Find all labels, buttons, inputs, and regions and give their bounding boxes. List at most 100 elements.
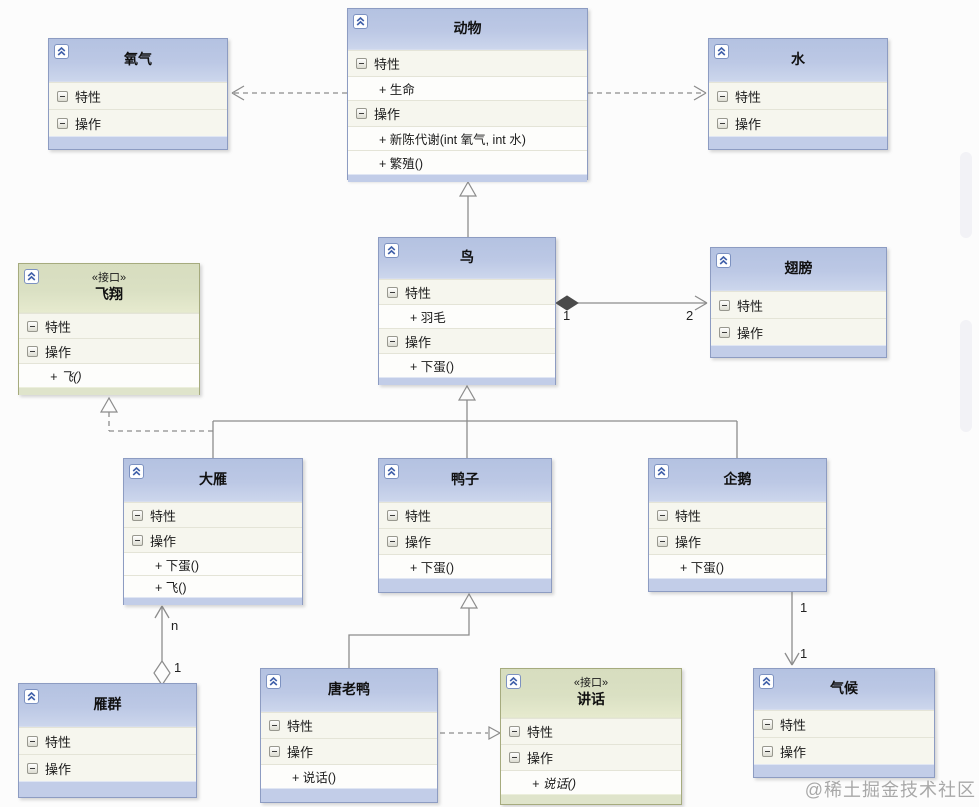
generalization-donald-duck[interactable] xyxy=(348,592,479,668)
class-box-penguin[interactable]: 企鹅 特性 操作 + 下蛋() xyxy=(648,458,827,592)
dependency-animal-oxygen[interactable] xyxy=(231,85,347,101)
collapse-minus-icon[interactable] xyxy=(356,108,367,119)
collapse-minus-icon[interactable] xyxy=(27,762,38,774)
section-row-operations[interactable]: 操作 xyxy=(501,744,681,770)
dependency-animal-water[interactable] xyxy=(588,85,707,101)
member-row[interactable]: + 羽毛 xyxy=(379,304,555,328)
section-row-properties[interactable]: 特性 xyxy=(19,313,199,338)
collapse-button[interactable] xyxy=(54,44,69,59)
section-row-properties[interactable]: 特性 xyxy=(711,291,886,318)
member-row[interactable]: + 说话() xyxy=(501,770,681,794)
section-row-operations[interactable]: 操作 xyxy=(124,527,302,552)
member-row[interactable]: + 下蛋() xyxy=(649,554,826,578)
collapse-minus-icon[interactable] xyxy=(719,326,730,338)
section-row-properties[interactable]: 特性 xyxy=(19,727,196,754)
section-row-properties[interactable]: 特性 xyxy=(501,718,681,744)
collapse-button[interactable] xyxy=(266,674,281,689)
member-row[interactable]: + 繁殖() xyxy=(348,150,587,174)
section-row-operations[interactable]: 操作 xyxy=(709,109,887,136)
class-box-donald-duck[interactable]: 唐老鸭 特性 操作 + 说话() xyxy=(260,668,438,803)
collapse-minus-icon[interactable] xyxy=(509,752,520,763)
collapse-minus-icon[interactable] xyxy=(717,117,728,129)
member-row[interactable]: + 下蛋() xyxy=(379,554,551,578)
collapse-button[interactable] xyxy=(714,44,729,59)
section-row-operations[interactable]: 操作 xyxy=(49,109,227,136)
member-row[interactable]: + 下蛋() xyxy=(124,552,302,575)
collapse-minus-icon[interactable] xyxy=(657,536,668,547)
section-row-operations[interactable]: 操作 xyxy=(379,328,555,353)
collapse-minus-icon[interactable] xyxy=(132,509,143,521)
collapse-minus-icon[interactable] xyxy=(509,726,520,737)
association-penguin-climate[interactable] xyxy=(784,592,800,666)
section-row-operations[interactable]: 操作 xyxy=(379,528,551,554)
class-box-climate[interactable]: 气候 特性 操作 xyxy=(753,668,935,778)
collapse-minus-icon[interactable] xyxy=(27,345,38,357)
generalization-bird-animal[interactable] xyxy=(458,180,478,237)
section-row-properties[interactable]: 特性 xyxy=(124,502,302,527)
collapse-minus-icon[interactable] xyxy=(57,117,68,129)
collapse-button[interactable] xyxy=(24,689,39,704)
class-box-wings[interactable]: 翅膀 特性 操作 xyxy=(710,247,887,358)
realization-donald-speak[interactable] xyxy=(440,725,502,741)
collapse-minus-icon[interactable] xyxy=(387,286,398,298)
class-box-wild-goose[interactable]: 大雁 特性 操作 + 下蛋() + 飞() xyxy=(123,458,303,605)
collapse-minus-icon[interactable] xyxy=(57,90,68,102)
collapse-button[interactable] xyxy=(759,674,774,689)
collapse-button[interactable] xyxy=(384,243,399,258)
member-row[interactable]: + 飞() xyxy=(124,575,302,597)
class-box-water[interactable]: 水 特性 操作 xyxy=(708,38,888,150)
member-row[interactable]: + 说话() xyxy=(261,764,437,788)
collapse-minus-icon[interactable] xyxy=(269,720,280,731)
generalization-children-bird[interactable] xyxy=(212,384,738,458)
collapse-button[interactable] xyxy=(654,464,669,479)
collapse-minus-icon[interactable] xyxy=(762,745,773,757)
class-box-animal[interactable]: 动物 特性 + 生命 操作 + 新陈代谢(int 氧气, int 水) + 繁殖… xyxy=(347,8,588,182)
member-row[interactable]: + 下蛋() xyxy=(379,353,555,377)
section-row-properties[interactable]: 特性 xyxy=(379,502,551,528)
section-row-properties[interactable]: 特性 xyxy=(754,710,934,737)
class-box-duck[interactable]: 鸭子 特性 操作 + 下蛋() xyxy=(378,458,552,593)
member-row[interactable]: + 生命 xyxy=(348,76,587,100)
section-row-operations[interactable]: 操作 xyxy=(348,100,587,126)
section-row-operations[interactable]: 操作 xyxy=(261,738,437,764)
collapse-button[interactable] xyxy=(353,14,368,29)
realization-goose-fly[interactable] xyxy=(99,396,213,432)
class-box-bird[interactable]: 鸟 特性 + 羽毛 操作 + 下蛋() xyxy=(378,237,556,385)
interface-box-fly[interactable]: «接口» 飞翔 特性 操作 + 飞() xyxy=(18,263,200,395)
collapse-minus-icon[interactable] xyxy=(717,90,728,102)
class-box-oxygen[interactable]: 氧气 特性 操作 xyxy=(48,38,228,150)
collapse-minus-icon[interactable] xyxy=(356,58,367,69)
member-row[interactable]: + 新陈代谢(int 氧气, int 水) xyxy=(348,126,587,150)
section-row-properties[interactable]: 特性 xyxy=(709,82,887,109)
collapse-minus-icon[interactable] xyxy=(132,534,143,546)
collapse-minus-icon[interactable] xyxy=(387,536,398,547)
section-row-properties[interactable]: 特性 xyxy=(379,279,555,304)
section-row-operations[interactable]: 操作 xyxy=(754,737,934,764)
collapse-button[interactable] xyxy=(24,269,39,284)
collapse-minus-icon[interactable] xyxy=(387,335,398,347)
section-row-operations[interactable]: 操作 xyxy=(711,318,886,345)
collapse-button[interactable] xyxy=(506,674,521,689)
section-row-properties[interactable]: 特性 xyxy=(649,502,826,528)
section-row-properties[interactable]: 特性 xyxy=(49,82,227,109)
collapse-button[interactable] xyxy=(129,464,144,479)
class-box-goose-flock[interactable]: 雁群 特性 操作 xyxy=(18,683,197,798)
collapse-minus-icon[interactable] xyxy=(387,510,398,521)
collapse-minus-icon[interactable] xyxy=(269,746,280,757)
section-row-operations[interactable]: 操作 xyxy=(19,338,199,363)
collapse-button[interactable] xyxy=(384,464,399,479)
collapse-minus-icon[interactable] xyxy=(762,718,773,730)
section-row-operations[interactable]: 操作 xyxy=(19,754,196,781)
collapse-minus-icon[interactable] xyxy=(719,299,730,311)
collapse-minus-icon[interactable] xyxy=(27,320,38,332)
collapse-button[interactable] xyxy=(716,253,731,268)
collapse-minus-icon[interactable] xyxy=(27,735,38,747)
section-row-properties[interactable]: 特性 xyxy=(261,712,437,738)
composition-bird-wings[interactable] xyxy=(555,295,708,311)
section-row-properties[interactable]: 特性 xyxy=(348,50,587,76)
collapse-minus-icon[interactable] xyxy=(657,510,668,521)
member-row[interactable]: + 飞() xyxy=(19,363,199,387)
section-row-operations[interactable]: 操作 xyxy=(649,528,826,554)
interface-box-speak[interactable]: «接口» 讲话 特性 操作 + 说话() xyxy=(500,668,682,805)
aggregation-flock-goose[interactable] xyxy=(153,605,171,687)
